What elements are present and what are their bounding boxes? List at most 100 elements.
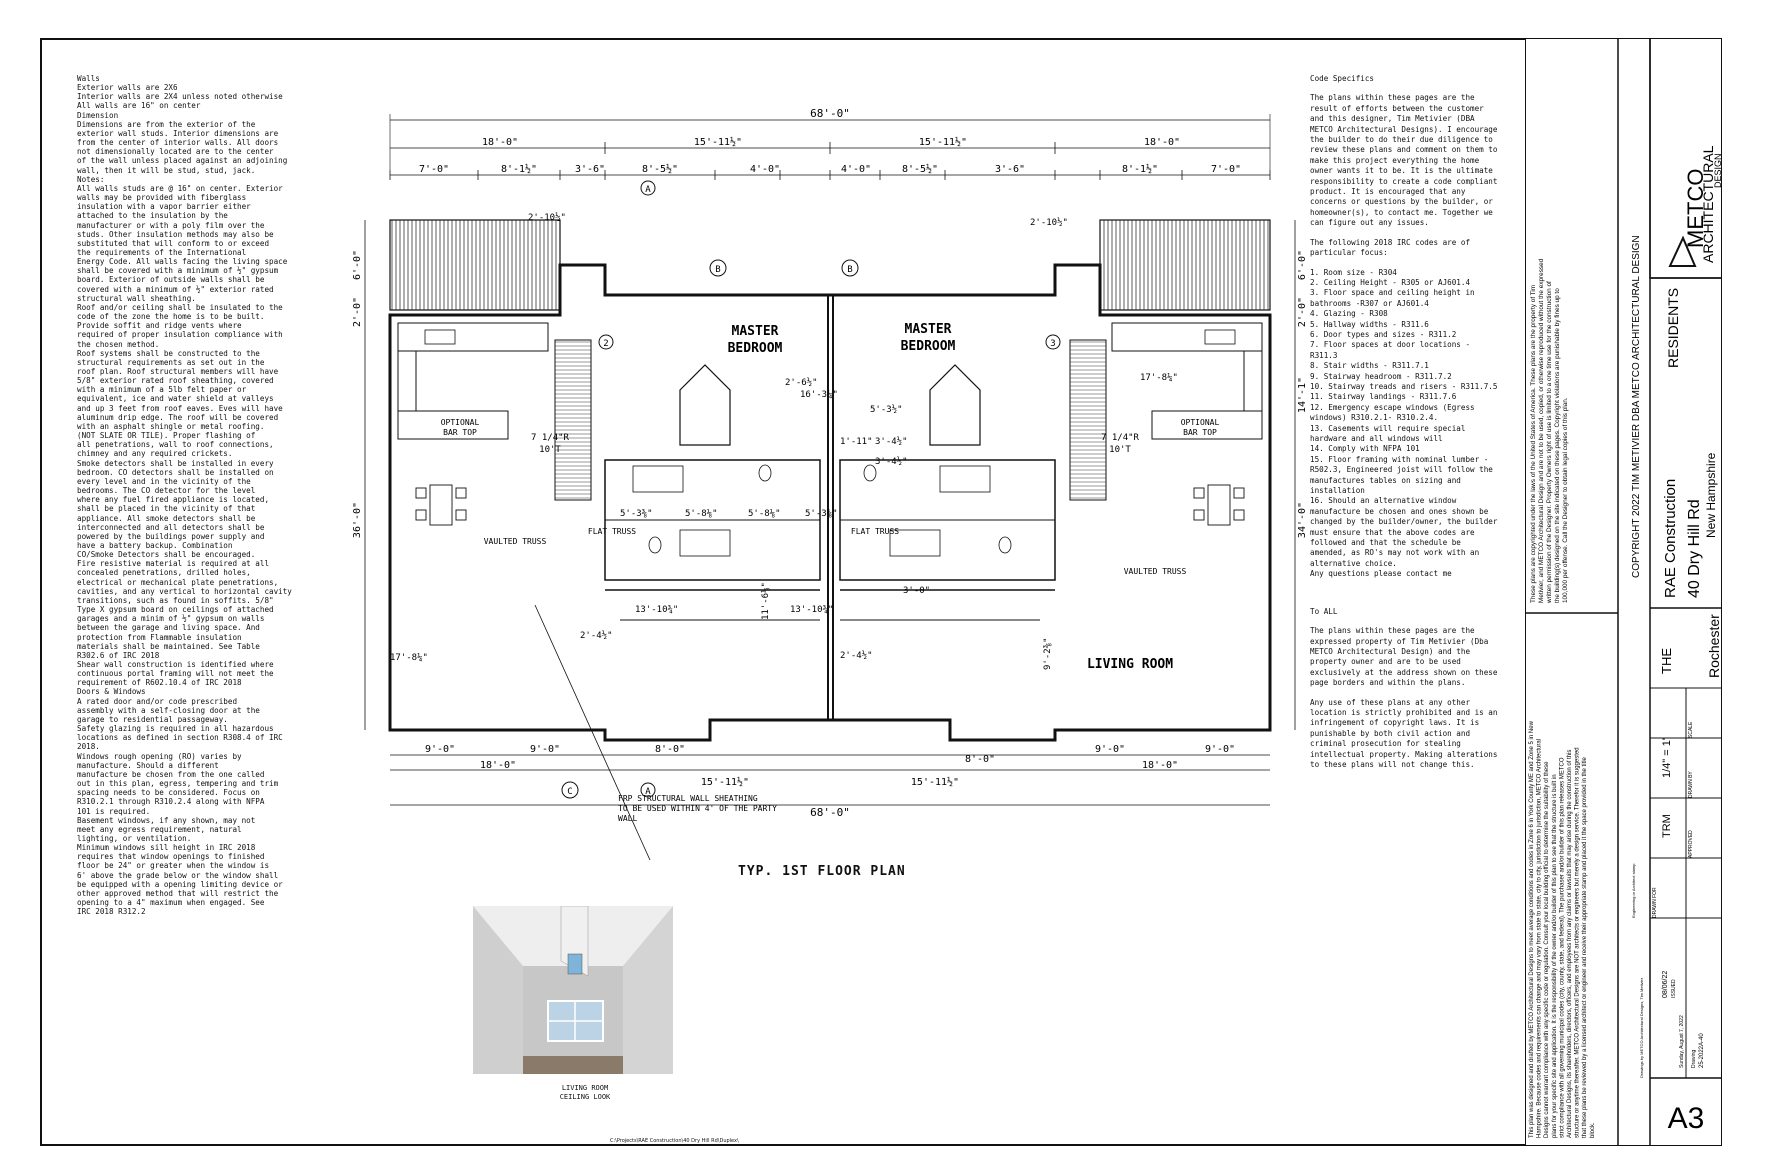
note-line: structural requirements as set out in th… <box>77 357 265 367</box>
note-line: the requirements of the International <box>77 247 247 257</box>
note-line: spacing needs to be considered. Focus on <box>77 788 260 798</box>
note-line: garages and a minim of ½" gypsum on wall… <box>77 614 265 624</box>
drawing-scale: 1/4" = 1' <box>1661 738 1673 778</box>
note-line: structural wall sheathing. <box>77 293 196 303</box>
ceiling-view-caption: LIVING ROOM CEILING LOOK <box>559 1084 611 1101</box>
svg-text:APPROVED: APPROVED <box>1688 830 1694 858</box>
note-line: Energy Code. All walls facing the living… <box>77 257 288 267</box>
notice-line: Hampshire. Because codes and requirement… <box>1537 739 1543 1138</box>
svg-text:THE: THE <box>1659 648 1674 674</box>
note-line: covered with a minimum of ½" exterior ra… <box>77 284 274 294</box>
dim-top2-10: 7'-0" <box>1211 164 1241 175</box>
svg-text:9'-2⅜": 9'-2⅜" <box>1043 637 1053 670</box>
note-line: bedroom. CO detectors shall be installed… <box>77 467 274 477</box>
floor-plan: 68'-0" 18'-0" 15'-11½" 15'-11½" 18'-0" 7… <box>352 107 1308 860</box>
ceiling-view-image <box>473 906 673 1074</box>
master-bedroom-left-2: BEDROOM <box>728 341 783 356</box>
sheet-number: A3 <box>1668 1102 1705 1135</box>
master-bedroom-right-1: MASTER <box>905 322 952 337</box>
svg-text:2'-10½": 2'-10½" <box>1030 217 1068 228</box>
note-line: Doors & Windows <box>77 687 146 697</box>
note-line: Interior walls are 2X4 unless noted othe… <box>77 92 283 102</box>
svg-text:5'-3⅜": 5'-3⅜" <box>805 509 838 519</box>
svg-text:9'-0": 9'-0" <box>425 744 455 755</box>
notice-line: block. <box>1590 1122 1596 1138</box>
note-line: shall be placed in the vicinity of that <box>77 504 256 514</box>
dim-right-depth: 34'-0" <box>1297 502 1308 538</box>
note-line: Walls <box>77 74 100 83</box>
note-line: bedrooms. The CO detector for the level <box>77 486 256 496</box>
svg-text:1'-11": 1'-11" <box>840 437 873 447</box>
note-line: interconnected and all detectors shall b… <box>77 522 265 532</box>
code-item: 13. Casements will require special hardw… <box>1310 423 1466 443</box>
note-line: Dimensions are from the exterior of the <box>77 119 256 129</box>
note-line: with an asphalt shingle or metal roofing… <box>77 421 265 431</box>
svg-text:B: B <box>715 265 720 275</box>
dim-overall-width-bottom: 68'-0" <box>810 806 850 819</box>
file-path: C:\Projects\RAE Construction\40 Dry Hill… <box>610 1138 739 1144</box>
svg-text:13'-10¾": 13'-10¾" <box>635 605 678 615</box>
svg-text:OPTIONAL: OPTIONAL <box>1181 418 1220 427</box>
svg-text:RESIDENTS: RESIDENTS <box>1665 288 1681 368</box>
note-line: powered by the buildings power supply an… <box>77 531 265 541</box>
dining-table-left <box>415 484 467 526</box>
svg-text:08/06/22: 08/06/22 <box>1662 971 1669 998</box>
note-line: Minimum windows sill height in IRC 2018 <box>77 843 256 853</box>
note-line: 2018. <box>77 742 100 752</box>
note-line: Shear wall construction is identified wh… <box>77 660 274 669</box>
note-line: meet any egress requirement, natural <box>77 824 242 834</box>
note-line: lighting, or ventilation. <box>77 833 192 843</box>
note-line: electrical or mechanical plate penetrati… <box>77 577 279 587</box>
note-line: of the wall unless placed against an adj… <box>77 156 288 166</box>
note-line: have a battery backup. Combination <box>77 540 233 550</box>
note-line: every level and in the vicinity of the <box>77 476 251 486</box>
code-item: 14. Comply with NFPA 101 <box>1310 444 1420 454</box>
note-line: not dimensionally located are to the cen… <box>77 147 274 157</box>
note-line: between the garage and living space. And <box>77 623 260 633</box>
note-line: with a minimum of a 5lb felt paper or <box>77 385 247 395</box>
note-line: from the center of interior walls. All d… <box>77 138 279 148</box>
client-name: RAE Construction <box>1662 479 1679 598</box>
code-item: 1. Room size - R304 <box>1310 267 1397 277</box>
svg-text:11'-6⅛": 11'-6⅛" <box>761 582 771 620</box>
svg-text:FLAT TRUSS: FLAT TRUSS <box>851 527 899 536</box>
note-line: continuous portal framing will not meet … <box>77 669 274 679</box>
stair-right <box>1069 339 1107 501</box>
svg-text:3: 3 <box>1050 339 1055 349</box>
note-line: R310.2.1 through R310.2.4 along with NFP… <box>77 797 265 807</box>
svg-text:9'-0": 9'-0" <box>530 744 560 755</box>
note-line: A rated door and/or code prescribed <box>77 696 238 706</box>
svg-text:5'-8⅛": 5'-8⅛" <box>685 509 718 519</box>
svg-text:6'-0": 6'-0" <box>1297 250 1308 280</box>
svg-text:16'-3¼": 16'-3¼" <box>800 390 838 400</box>
dim-top-3: 15'-11½" <box>919 136 967 148</box>
code-item: 6. Door types and sizes - R311.2 <box>1310 329 1457 339</box>
notice-line: Metivier, and METCO Architectural Design… <box>1538 258 1545 603</box>
svg-text:Drawings by METCO Architectura: Drawings by METCO Architectural Designs,… <box>1639 977 1644 1078</box>
code-item: Any questions please contact me <box>1310 569 1452 579</box>
svg-text:13'-10¾": 13'-10¾" <box>790 605 833 615</box>
note-line: concealed penetrations, drilled holes, <box>77 568 251 578</box>
dim-left-depth: 36'-0" <box>352 502 363 538</box>
disclaimer-notice: This plan was designed and drafted by ME… <box>1529 720 1596 1138</box>
svg-text:9'-0": 9'-0" <box>1205 744 1235 755</box>
svg-text:BAR TOP: BAR TOP <box>443 428 477 437</box>
notice-line: written permission of the Designer. Prop… <box>1546 281 1553 604</box>
code-item: 3. Floor space and ceiling height in bat… <box>1310 288 1475 308</box>
note-line: Notes: <box>77 174 105 184</box>
note-line: CO/Smoke Detectors shall be encouraged. <box>77 550 256 560</box>
note-line: transitions, such as found in soffits. 5… <box>77 595 274 605</box>
note-line: board. Exterior of outside walls shall b… <box>77 275 265 285</box>
dim-top-2: 15'-11½" <box>694 136 742 148</box>
svg-text:DRAWN FOR: DRAWN FOR <box>1652 887 1658 918</box>
copyright-notice: These plans are copyrighted under the la… <box>1530 258 1569 604</box>
note-line: where any fuel fired appliance is locate… <box>77 495 270 505</box>
note-line: Roof and/or ceiling shall be insulated t… <box>77 302 283 312</box>
svg-text:10'T: 10'T <box>539 445 561 455</box>
note-line: R302.6 of IRC 2018 <box>77 650 160 660</box>
notice-line: 100,000 per offense. Call the Designer t… <box>1562 397 1569 603</box>
svg-text:FLAT TRUSS: FLAT TRUSS <box>588 527 636 536</box>
svg-text:BAR TOP: BAR TOP <box>1183 428 1217 437</box>
code-item: 8. Stair widths - R311.7.1 <box>1310 361 1429 371</box>
note-line: IRC 2018 R312.2 <box>77 907 146 917</box>
